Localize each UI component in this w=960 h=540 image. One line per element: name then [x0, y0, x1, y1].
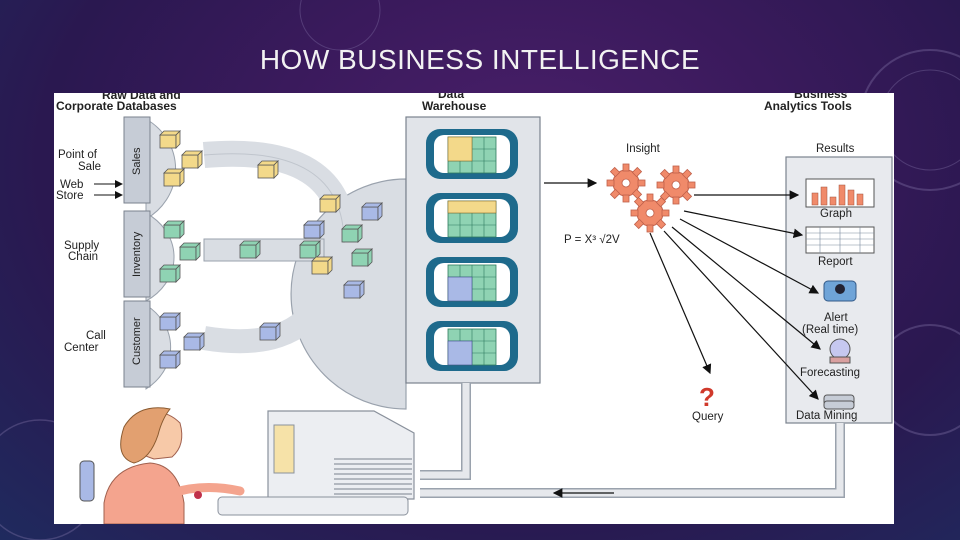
svg-text:Report: Report: [818, 256, 853, 268]
svg-text:Web: Web: [60, 179, 83, 191]
result-data-mining: Data Mining: [796, 394, 857, 422]
svg-text:Sales: Sales: [131, 147, 143, 175]
bi-diagram: Raw Data and Corporate Databases Data Wa…: [54, 93, 894, 524]
svg-text:Business: Business: [794, 93, 848, 101]
insight-label: Insight: [626, 143, 661, 155]
result-forecasting: Forecasting: [800, 338, 860, 379]
svg-text:Chain: Chain: [68, 251, 98, 263]
svg-text:Analytics Tools: Analytics Tools: [764, 99, 852, 113]
label-web-store: Web Store: [56, 179, 123, 202]
svg-text:Forecasting: Forecasting: [800, 367, 860, 379]
sales-pipe: [202, 140, 357, 244]
svg-text:Data Mining: Data Mining: [796, 410, 857, 422]
insight-gears: [606, 163, 696, 233]
svg-text:Sale: Sale: [78, 161, 101, 173]
svg-text:Data: Data: [438, 93, 464, 101]
svg-text:Supply: Supply: [64, 240, 99, 252]
svg-text:Graph: Graph: [820, 208, 852, 220]
label-supply-chain: Supply Chain: [64, 240, 99, 263]
slide-title: HOW BUSINESS INTELLIGENCE: [259, 44, 701, 75]
query-icon: ?: [699, 382, 715, 412]
label-call-center: Call Center: [64, 330, 106, 354]
svg-text:Call: Call: [86, 330, 106, 342]
svg-text:Inventory: Inventory: [131, 231, 143, 277]
data-warehouse: [405, 116, 541, 384]
svg-text:Store: Store: [56, 190, 84, 202]
computer-terminal: [217, 410, 415, 516]
svg-text:Corporate Databases: Corporate Databases: [56, 99, 177, 113]
result-report: Report: [805, 226, 875, 268]
inventory-pipe: [203, 238, 325, 262]
raw-data-header: Raw Data and Corporate Databases: [56, 93, 181, 113]
insight-arrows: [649, 190, 821, 400]
svg-text:Alert: Alert: [824, 312, 848, 324]
user-figure: [79, 407, 245, 524]
svg-text:Warehouse: Warehouse: [422, 99, 487, 113]
result-graph: Graph: [805, 178, 875, 220]
warehouse-header: Data Warehouse: [422, 93, 487, 113]
result-alert: Alert (Real time): [802, 280, 858, 336]
source-sales: Sales: [123, 116, 177, 220]
formula: P = X³ √2V: [564, 233, 620, 246]
label-point-of-sale: Point of Sale: [58, 149, 101, 173]
return-pipes: [420, 383, 845, 498]
svg-text:Raw Data and: Raw Data and: [102, 93, 181, 102]
svg-text:Point of: Point of: [58, 149, 98, 161]
results-label: Results: [816, 143, 855, 155]
svg-text:(Real time): (Real time): [802, 324, 858, 336]
svg-text:Customer: Customer: [131, 317, 143, 365]
query-label: Query: [692, 411, 724, 423]
analytics-tools-header: Business Analytics Tools: [764, 93, 852, 113]
svg-text:Center: Center: [64, 342, 99, 354]
